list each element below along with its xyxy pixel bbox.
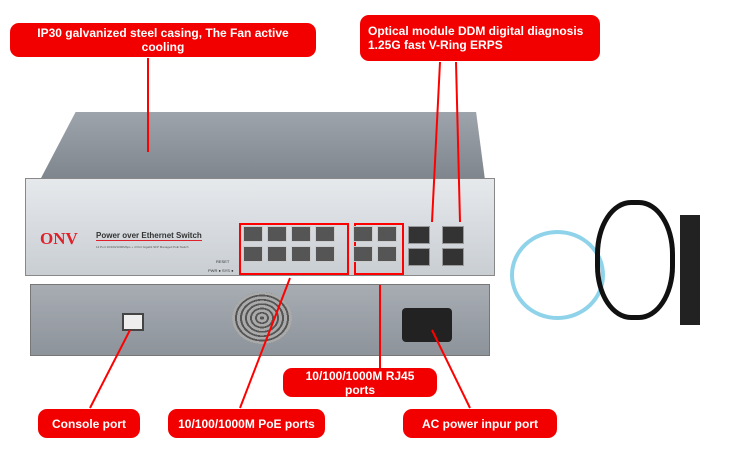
- rj45-port: [291, 246, 311, 262]
- callout-optical-line1: Optical module DDM digital diagnosis: [368, 24, 584, 38]
- rj45-port: [291, 226, 311, 242]
- rj45-port: [315, 246, 335, 262]
- rj45-port: [243, 226, 263, 242]
- product-subtitle: 12 Port 10/100/1000Mbps + 4 Port Gigabit…: [96, 245, 189, 249]
- sfp-port: [442, 248, 464, 266]
- sfp-port: [408, 226, 430, 244]
- callout-optical-line2: 1.25G fast V-Ring ERPS: [368, 38, 503, 52]
- rj45-port: [315, 226, 335, 242]
- mounting-bracket-image: [680, 215, 700, 325]
- rj45-port: [353, 246, 373, 262]
- led-labels: PWR ● SYS ●: [208, 268, 234, 273]
- rj45-port: [267, 226, 287, 242]
- ac-power-socket: [402, 308, 452, 342]
- rj45-port: [353, 226, 373, 242]
- console-port: [122, 313, 144, 331]
- callout-console: Console port: [38, 409, 140, 438]
- callout-casing: IP30 galvanized steel casing, The Fan ac…: [10, 23, 316, 57]
- product-name: Power over Ethernet Switch: [96, 231, 202, 241]
- callout-optical: Optical module DDM digital diagnosis 1.2…: [360, 15, 600, 61]
- rj45-port: [377, 226, 397, 242]
- sfp-port: [408, 248, 430, 266]
- callout-rj45: 10/100/1000M RJ45 ports: [283, 368, 437, 397]
- rj45-port: [243, 246, 263, 262]
- poe-ports-group: [239, 223, 349, 275]
- brand-logo: ONV: [40, 229, 78, 248]
- rj45-port: [377, 246, 397, 262]
- rj45-port: [267, 246, 287, 262]
- switch-top-casing: [40, 112, 485, 180]
- reset-label: RESET: [216, 259, 230, 264]
- sfp-port: [442, 226, 464, 244]
- callout-poe: 10/100/1000M PoE ports: [168, 409, 325, 438]
- callout-ac: AC power inpur port: [403, 409, 557, 438]
- power-cord-image: [595, 200, 675, 320]
